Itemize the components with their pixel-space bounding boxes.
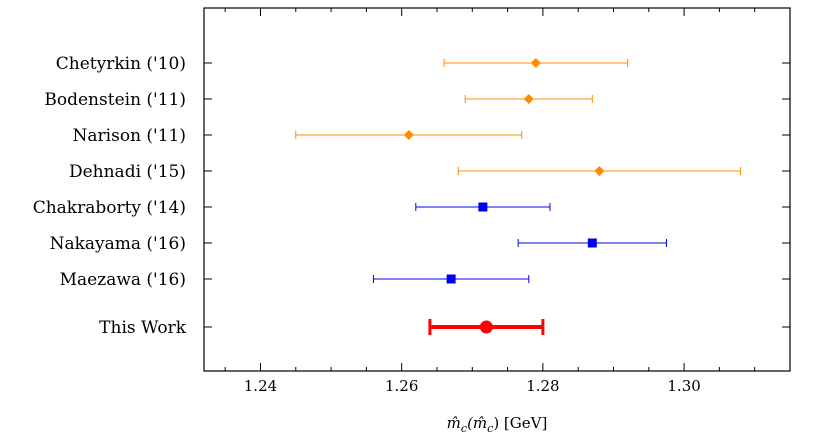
data-point-square [587,238,597,248]
row-label: Narison ('11) [73,126,186,146]
data-point-square [446,274,456,284]
data-point-diamond [530,58,541,68]
data-point-diamond [523,94,534,104]
axis-ticks [204,8,791,371]
x-tick-label: 1.30 [667,377,700,395]
row-label: Chetyrkin ('10) [56,54,186,74]
row-label: This Work [99,318,187,338]
data-marks [295,58,742,335]
data-point-diamond [594,166,605,176]
x-tick-label: 1.26 [385,377,418,395]
x-axis-title-part: m̂ [447,414,461,432]
x-axis-title-part: ) [GeV] [493,414,547,432]
row-label: Bodenstein ('11) [44,90,186,110]
row-labels: Chetyrkin ('10) Bodenstein ('11) Narison (… [33,54,187,338]
row-label: Chakraborty ('14) [33,198,186,218]
data-point-diamond [403,130,414,140]
x-axis-title-part: c [461,422,467,435]
x-tick-labels: 1.24 1.26 1.28 1.30 [244,377,701,395]
x-tick-label: 1.28 [526,377,559,395]
plot-frame [203,7,791,372]
row-label: Maezawa ('16) [60,270,186,290]
data-point-square [478,202,488,212]
x-axis-title: m̂c(m̂c) [GeV] [447,414,548,435]
x-axis-title-part: c [487,422,493,435]
row-label: Nakayama ('16) [50,234,186,254]
row-label: Dehnadi ('15) [69,162,186,182]
x-axis-title-part: (m̂ [467,414,487,432]
data-point-circle [479,320,493,334]
x-tick-label: 1.24 [244,377,277,395]
